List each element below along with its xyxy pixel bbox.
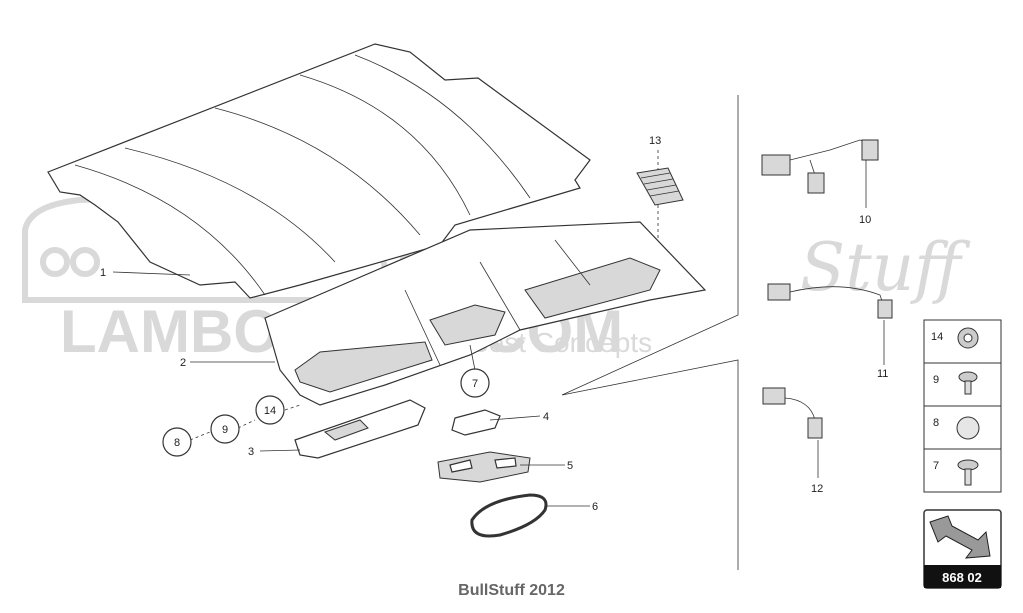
watermark-script: Stuff (800, 229, 971, 306)
headliner-part (47, 43, 591, 299)
vanity-light-part (294, 399, 426, 459)
legend-item-9: 9 (933, 371, 978, 395)
clip-screw-icon (957, 459, 979, 486)
page-reference-box: 868 02 (923, 509, 1002, 589)
harness-10-part (761, 139, 879, 194)
reading-light-part (437, 451, 531, 483)
callout-4: 4 (543, 411, 549, 423)
footer-credit: BullStuff 2012 (458, 582, 565, 599)
callout-circle-7: 7 (460, 368, 490, 398)
grille-part (636, 167, 684, 206)
callout-9: 9 (222, 424, 228, 436)
divider-lines (561, 95, 739, 570)
harness-11-part (767, 283, 893, 319)
fastener-legend: 14 9 8 7 (923, 319, 1002, 493)
callout-10: 10 (859, 214, 871, 226)
clip-part (451, 409, 501, 436)
screw-icon (958, 371, 978, 395)
cap-icon (956, 416, 980, 440)
seal-part (470, 493, 548, 538)
legend-num-14: 14 (931, 331, 943, 343)
legend-item-8: 8 (933, 416, 980, 440)
page-reference-number: 868 02 (942, 570, 982, 585)
harness-12-part (762, 387, 823, 439)
callout-5: 5 (567, 460, 573, 472)
callout-14: 14 (264, 405, 276, 417)
leader-lines (112, 150, 885, 507)
roof-console-part (264, 221, 707, 406)
callout-13: 13 (649, 135, 661, 147)
callout-6: 6 (592, 501, 598, 513)
callout-12: 12 (811, 483, 823, 495)
callout-3: 3 (248, 446, 254, 458)
callout-11: 11 (877, 368, 888, 380)
washer-icon (957, 327, 979, 349)
legend-item-14: 14 (931, 327, 979, 349)
callout-circle-14: 14 (255, 395, 285, 425)
callout-7: 7 (472, 378, 478, 390)
callout-2: 2 (180, 357, 186, 369)
legend-item-7: 7 (933, 459, 979, 486)
callout-circle-9: 9 (210, 414, 240, 444)
callout-1: 1 (100, 267, 106, 279)
legend-num-9: 9 (933, 374, 939, 386)
callout-8: 8 (174, 437, 180, 449)
legend-num-8: 8 (933, 417, 939, 429)
arrow-icon (929, 515, 991, 559)
legend-num-7: 7 (933, 460, 939, 472)
callout-circle-8: 8 (162, 427, 192, 457)
